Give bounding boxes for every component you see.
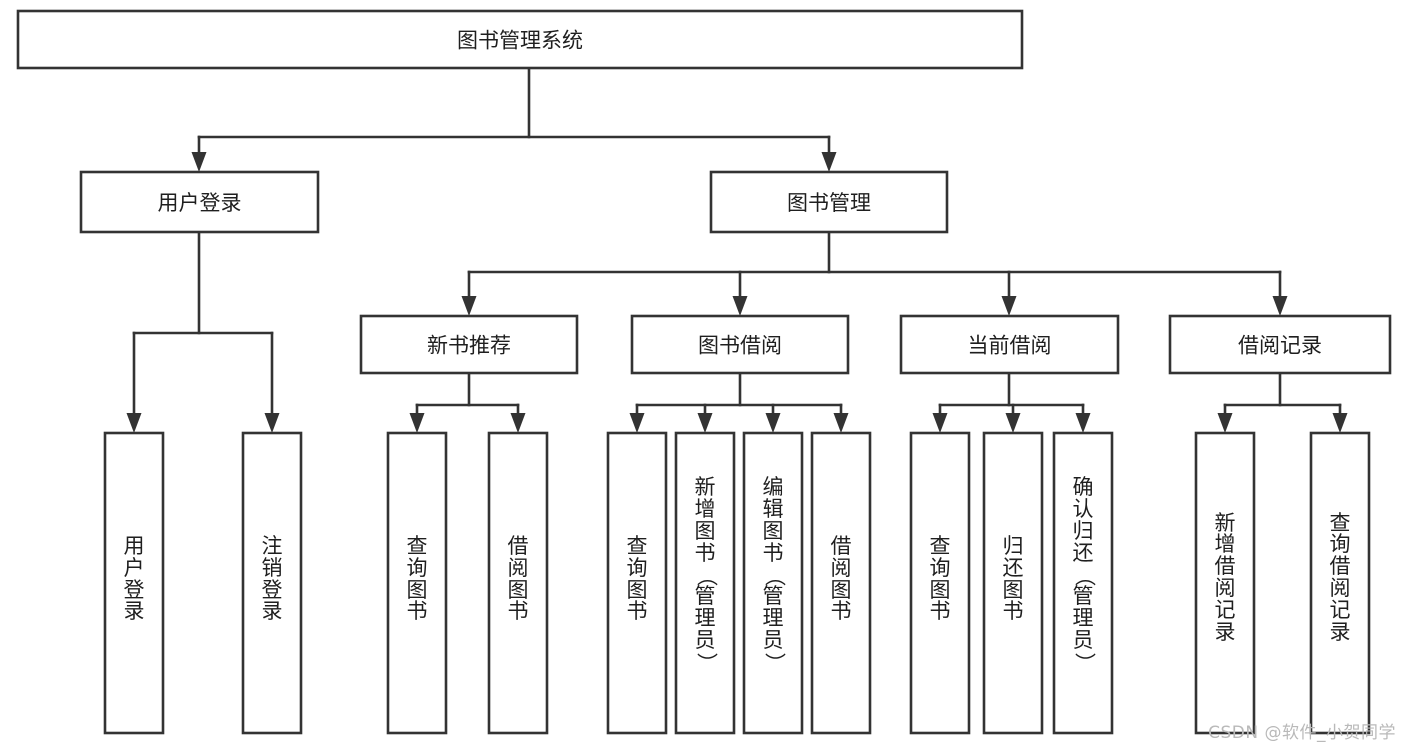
connector-lines-group: [126, 66, 1348, 433]
arrow-head: [1005, 413, 1021, 433]
arrow-head: [1001, 296, 1017, 316]
leaf-node-leaf-borrow-book-bor[interactable]: [810, 431, 872, 735]
node-box: [79, 170, 320, 234]
arrow-head: [629, 413, 645, 433]
arrow-head: [1332, 413, 1348, 433]
node-box: [1168, 314, 1392, 375]
leaf-box: [982, 431, 1044, 735]
node-label: 图书借阅: [698, 334, 782, 358]
leaf-node-leaf-edit-book-admin[interactable]: [742, 431, 804, 735]
node-root[interactable]: 图书管理系统: [16, 9, 1024, 70]
node-borrow-record[interactable]: 借阅记录: [1168, 314, 1392, 375]
arrow-head: [191, 152, 207, 172]
leaf-node-leaf-query-book-rec[interactable]: [386, 431, 448, 735]
node-box: [359, 314, 579, 375]
arrow-head: [765, 413, 781, 433]
leaf-node-leaf-borrow-book-rec[interactable]: [487, 431, 549, 735]
node-label: 新书推荐: [427, 334, 511, 358]
leaf-box: [241, 431, 303, 735]
node-label: 当前借阅: [968, 334, 1052, 358]
leaf-box: [810, 431, 872, 735]
node-new-book-recommend[interactable]: 新书推荐: [359, 314, 579, 375]
node-book-borrow[interactable]: 图书借阅: [630, 314, 850, 375]
leaf-box: [103, 431, 165, 735]
leaf-node-leaf-add-book-admin[interactable]: [674, 431, 736, 735]
leaf-box: [674, 431, 736, 735]
arrow-head: [1075, 413, 1091, 433]
arrow-head: [732, 296, 748, 316]
node-user-login[interactable]: 用户登录: [79, 170, 320, 234]
node-current-borrow[interactable]: 当前借阅: [899, 314, 1120, 375]
arrow-head: [821, 152, 837, 172]
csdn-watermark: CSDN @软件_小贺同学: [1208, 723, 1396, 743]
arrow-head: [264, 413, 280, 433]
arrow-head: [932, 413, 948, 433]
node-book-manage[interactable]: 图书管理: [709, 170, 949, 234]
leaf-node-leaf-query-book-bor[interactable]: [606, 431, 668, 735]
arrow-head: [409, 413, 425, 433]
leaf-box: [1194, 431, 1256, 735]
leaf-node-leaf-add-borrow-record[interactable]: [1194, 431, 1256, 735]
node-box: [630, 314, 850, 375]
arrow-head: [833, 413, 849, 433]
leaf-node-leaf-user-login[interactable]: [103, 431, 165, 735]
leaf-box: [742, 431, 804, 735]
leaf-box: [909, 431, 971, 735]
node-box: [899, 314, 1120, 375]
leaf-box: [386, 431, 448, 735]
leaf-node-leaf-confirm-return-admin[interactable]: [1052, 431, 1114, 735]
leaf-node-leaf-logout[interactable]: [241, 431, 303, 735]
arrow-head: [1272, 296, 1288, 316]
node-label: 图书管理系统: [457, 29, 583, 53]
leaf-box: [1309, 431, 1371, 735]
leaf-box: [1052, 431, 1114, 735]
node-box: [16, 9, 1024, 70]
arrow-head: [126, 413, 142, 433]
node-box: [709, 170, 949, 234]
leaf-node-leaf-return-book[interactable]: [982, 431, 1044, 735]
node-label: 用户登录: [158, 191, 242, 215]
arrow-head: [461, 296, 477, 316]
leaf-box: [487, 431, 549, 735]
leaf-box: [606, 431, 668, 735]
node-label: 图书管理: [787, 191, 871, 215]
arrow-head: [1217, 413, 1233, 433]
arrow-head: [510, 413, 526, 433]
leaf-node-leaf-query-borrow-record[interactable]: [1309, 431, 1371, 735]
leaf-node-leaf-query-book-cur[interactable]: [909, 431, 971, 735]
node-label: 借阅记录: [1238, 334, 1322, 358]
arrow-head: [697, 413, 713, 433]
